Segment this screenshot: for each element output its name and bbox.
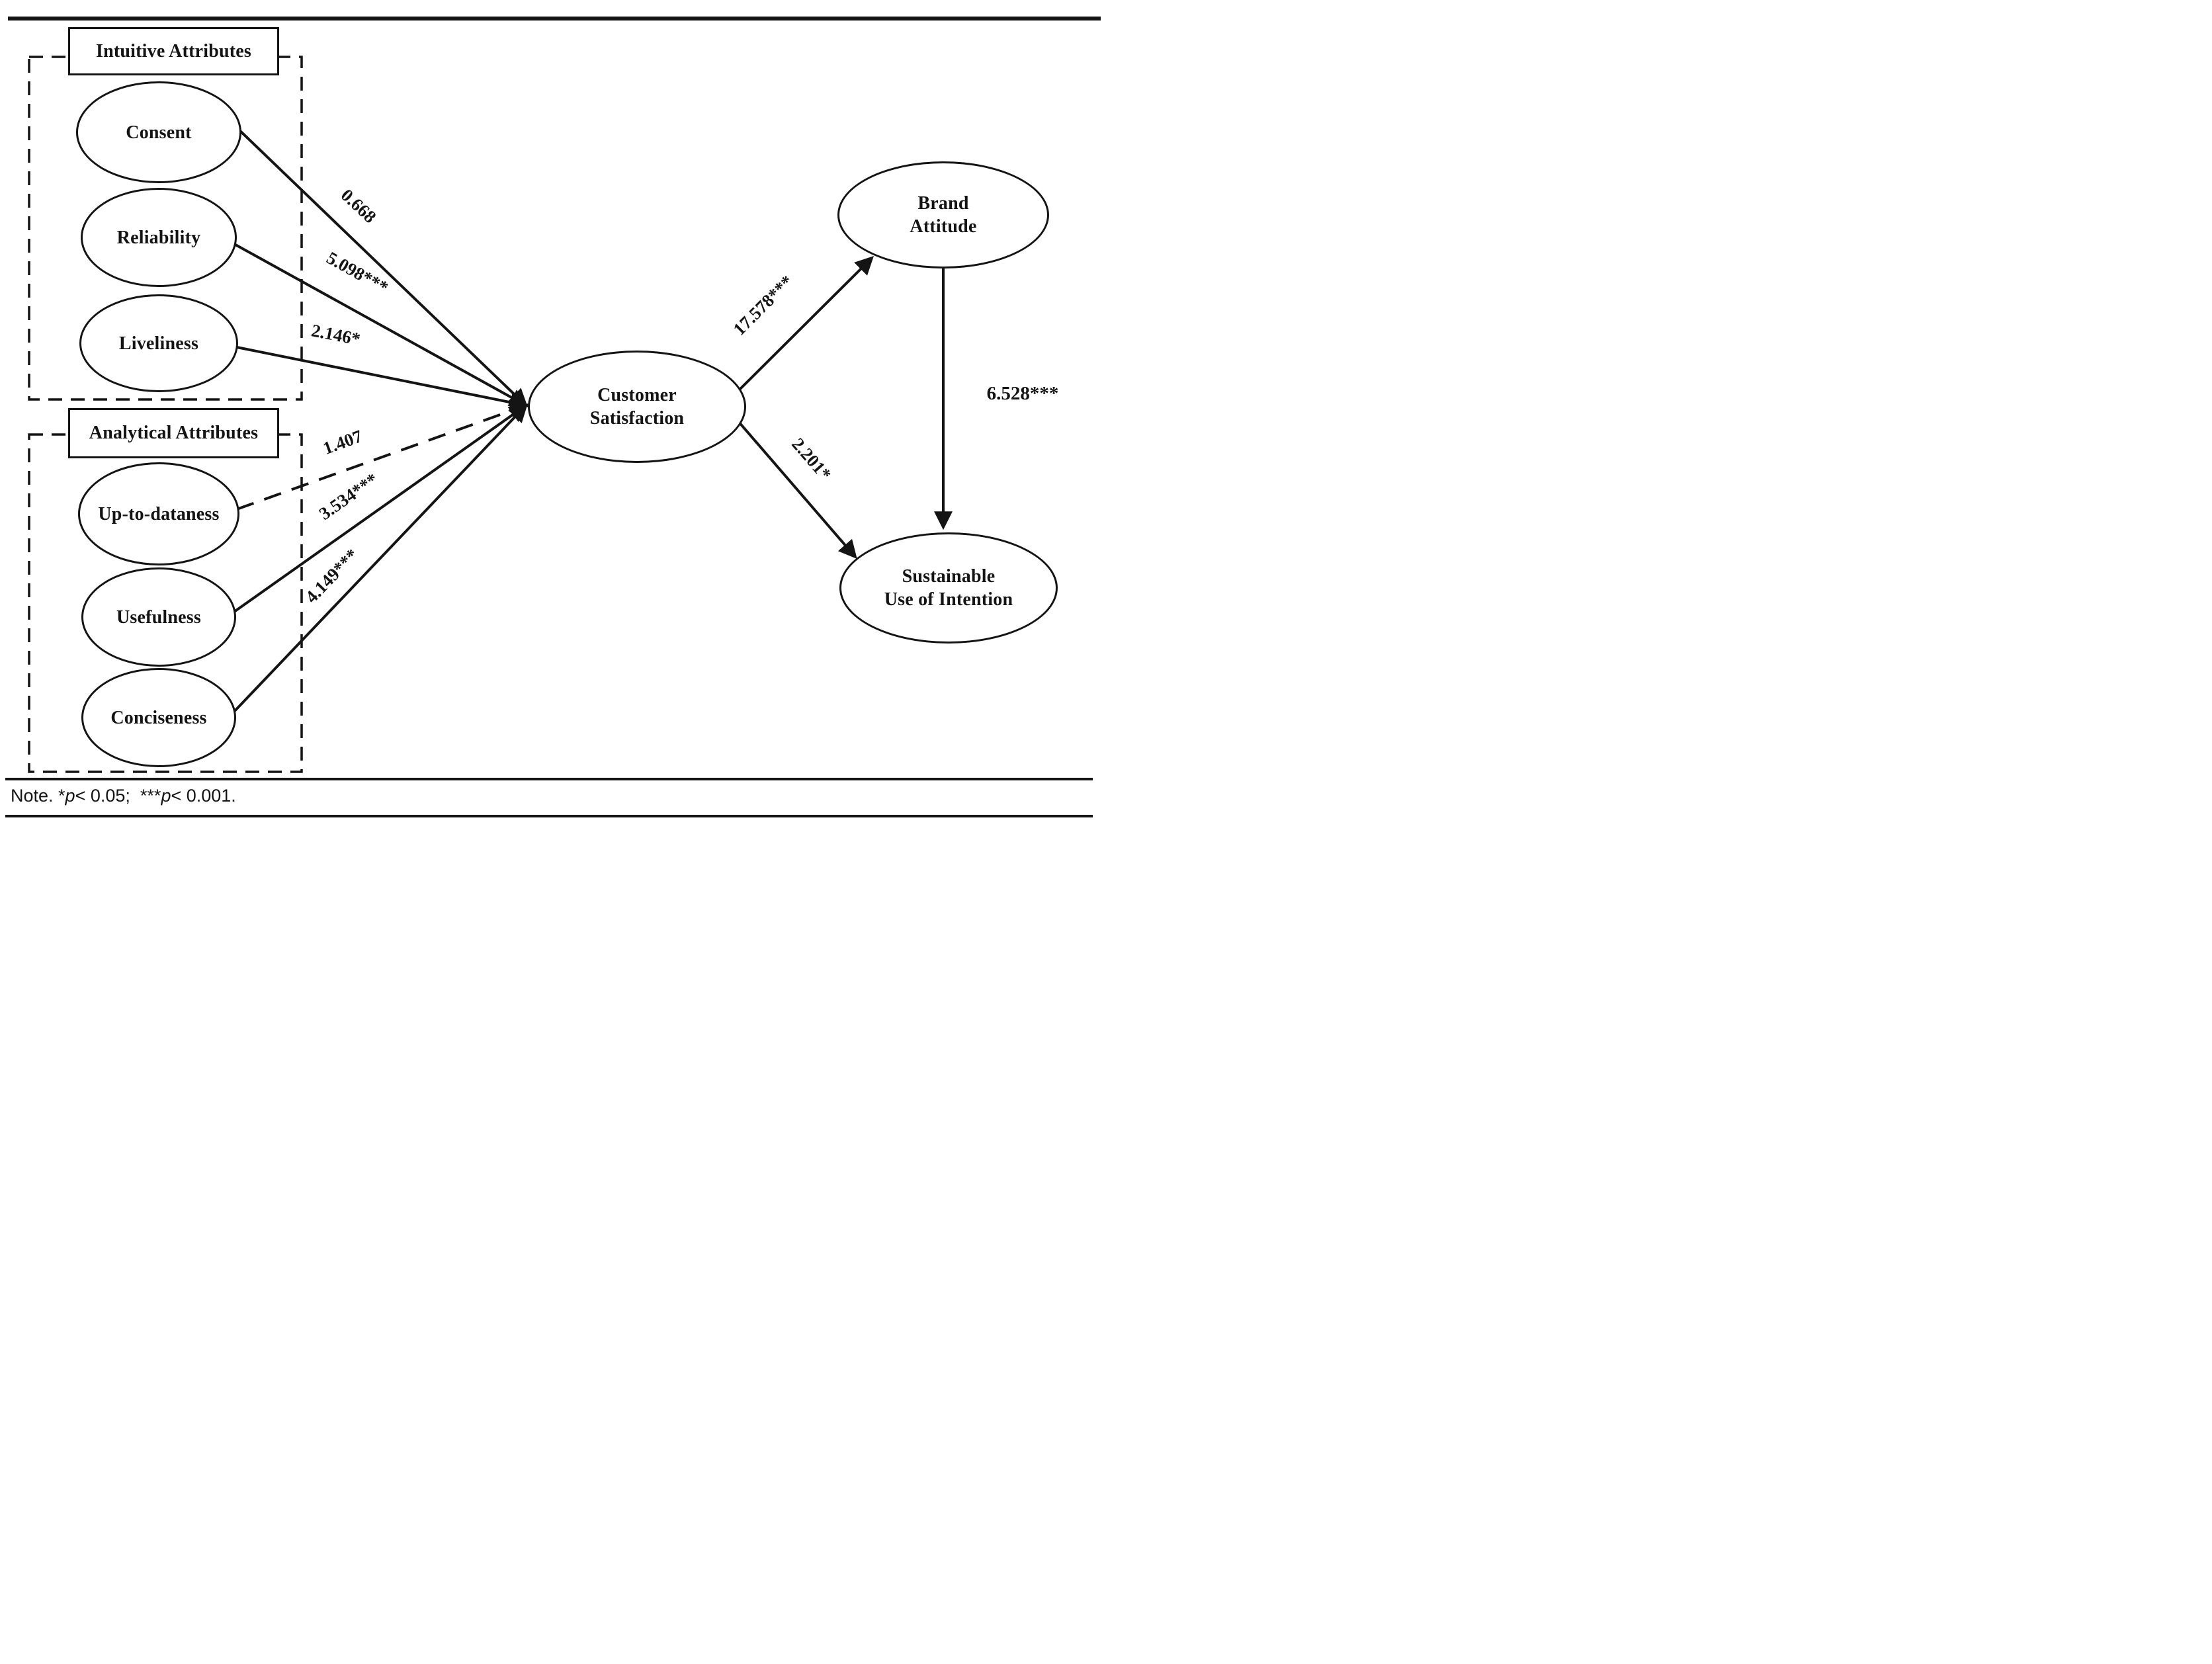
- coefficient-label-up-to-dataness: 1.407: [320, 426, 364, 458]
- path-liveliness-to-customer-satisfaction: [236, 346, 529, 412]
- node-consent: Consent: [76, 81, 241, 183]
- group-label-box-intuitive: Intuitive Attributes: [68, 27, 279, 75]
- note-lead: Note. *: [11, 786, 65, 806]
- coefficient-label-liveliness: 2.146*: [310, 320, 362, 349]
- node-customer-satisfaction: Customer Satisfaction: [528, 351, 746, 463]
- note-top-rule: [5, 778, 1093, 780]
- coefficient-label-brand-attitude: 17.578***: [729, 271, 796, 339]
- node-consent-label: Consent: [126, 122, 192, 143]
- coefficient-label-attitude-to-intention: 6.528***: [987, 383, 1059, 404]
- significance-note: Note. *p< 0.05; ***p< 0.001.: [11, 786, 236, 806]
- node-reliability-label: Reliability: [116, 227, 201, 248]
- note-bottom-rule: [5, 815, 1093, 817]
- coefficient-label-sustainable-use: 2.201*: [788, 434, 835, 484]
- group-label-analytical: Analytical Attributes: [89, 423, 259, 443]
- note-p-italic-1: p: [65, 786, 75, 806]
- node-usefulness-label: Usefulness: [116, 606, 201, 628]
- coefficient-label-reliability: 5.098***: [323, 247, 392, 297]
- path-customer-satisfaction-to-brand-attitude: [733, 256, 874, 396]
- note-segment-2: < 0.001.: [171, 786, 236, 806]
- node-usefulness: Usefulness: [81, 567, 236, 667]
- node-conciseness: Conciseness: [81, 668, 236, 767]
- node-sustainable-use-label: Sustainable Use of Intention: [884, 566, 1013, 610]
- top-border-rule: [8, 17, 1101, 21]
- note-segment-1: < 0.05; ***: [75, 786, 161, 806]
- path-conciseness-to-customer-satisfaction: [232, 403, 528, 714]
- coefficient-label-consent: 0.668: [337, 185, 380, 227]
- path-reliability-to-customer-satisfaction: [235, 243, 529, 407]
- node-brand-attitude-label: Brand Attitude: [910, 193, 977, 237]
- group-label-intuitive: Intuitive Attributes: [96, 40, 251, 62]
- node-up-to-dataness: Up-to-dataness: [78, 462, 239, 565]
- path-diagram-figure: 0.668 5.098*** 2.146* 1.407 3.534*** 4.1…: [0, 0, 1106, 832]
- node-liveliness-label: Liveliness: [118, 333, 199, 354]
- path-up-to-dataness-to-customer-satisfaction: [236, 401, 529, 511]
- note-p-italic-2: p: [161, 786, 171, 806]
- node-brand-attitude: Brand Attitude: [837, 161, 1049, 269]
- node-liveliness: Liveliness: [79, 294, 238, 392]
- node-conciseness-label: Conciseness: [110, 707, 207, 728]
- node-customer-satisfaction-label: Customer Satisfaction: [589, 385, 685, 429]
- coefficient-label-conciseness: 4.149***: [302, 545, 362, 607]
- node-up-to-dataness-label: Up-to-dataness: [98, 503, 220, 524]
- node-sustainable-use: Sustainable Use of Intention: [839, 532, 1058, 644]
- path-customer-satisfaction-to-sustainable-use: [733, 415, 857, 560]
- group-label-box-analytical: Analytical Attributes: [68, 408, 279, 458]
- node-reliability: Reliability: [81, 188, 237, 287]
- edges-layer: 0.668 5.098*** 2.146* 1.407 3.534*** 4.1…: [28, 56, 1059, 773]
- path-usefulness-to-customer-satisfaction: [233, 403, 529, 613]
- path-consent-to-customer-satisfaction: [237, 128, 529, 407]
